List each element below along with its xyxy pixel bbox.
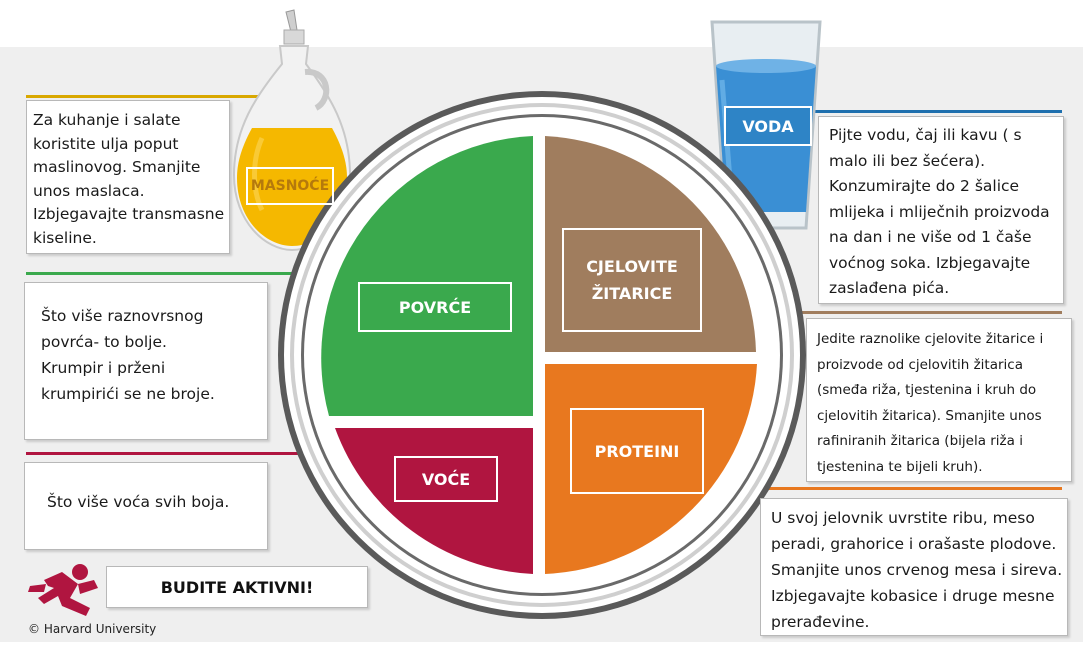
- voce-info-text: Što više voća svih boja.: [47, 493, 230, 511]
- proteini-label: PROTEINI: [570, 408, 704, 494]
- aktivni-box: BUDITE AKTIVNI!: [106, 566, 368, 608]
- aktivni-label: BUDITE AKTIVNI!: [160, 577, 314, 597]
- voda-info-box: Pijte vodu, čaj ili kavu ( s malo ili be…: [818, 116, 1064, 304]
- proteini-connector-line: [754, 487, 1062, 490]
- povrce-section: [321, 136, 533, 416]
- runner-icon: [28, 564, 98, 616]
- voce-info-box: Što više voća svih boja.: [24, 462, 268, 550]
- proteini-info-box: U svoj jelovnik uvrstite ribu, meso pera…: [760, 498, 1068, 636]
- zitarice-label: CJELOVITE ŽITARICE: [562, 228, 702, 332]
- copyright-text: © Harvard University: [28, 622, 157, 636]
- povrce-connector-line: [26, 272, 341, 275]
- zitarice-info-box: Jedite raznolike cjelovite žitarice i pr…: [806, 318, 1072, 482]
- zitarice-connector-line: [752, 311, 1062, 314]
- masnoce-label: MASNOĆE: [246, 167, 334, 205]
- povrce-label: POVRĆE: [358, 282, 512, 332]
- masnoce-info-box: Za kuhanje i salate koristite ulja poput…: [26, 100, 230, 254]
- voda-info-text: Pijte vodu, čaj ili kavu ( s malo ili be…: [829, 126, 1050, 297]
- proteini-info-text: U svoj jelovnik uvrstite ribu, meso pera…: [771, 509, 1063, 631]
- voda-label: VODA: [724, 106, 812, 146]
- povrce-info-box: Što više raznovrsnog povrća- to bolje. K…: [24, 282, 268, 440]
- zitarice-info-text: Jedite raznolike cjelovite žitarice i pr…: [817, 331, 1044, 475]
- voda-connector-line: [812, 110, 1062, 113]
- voce-connector-line: [26, 452, 346, 455]
- masnoce-info-text: Za kuhanje i salate koristite ulja poput…: [33, 111, 225, 247]
- masnoce-connector-line: [26, 95, 280, 98]
- voce-label: VOĆE: [394, 456, 498, 502]
- povrce-info-text: Što više raznovrsnog povrća- to bolje. K…: [41, 307, 215, 403]
